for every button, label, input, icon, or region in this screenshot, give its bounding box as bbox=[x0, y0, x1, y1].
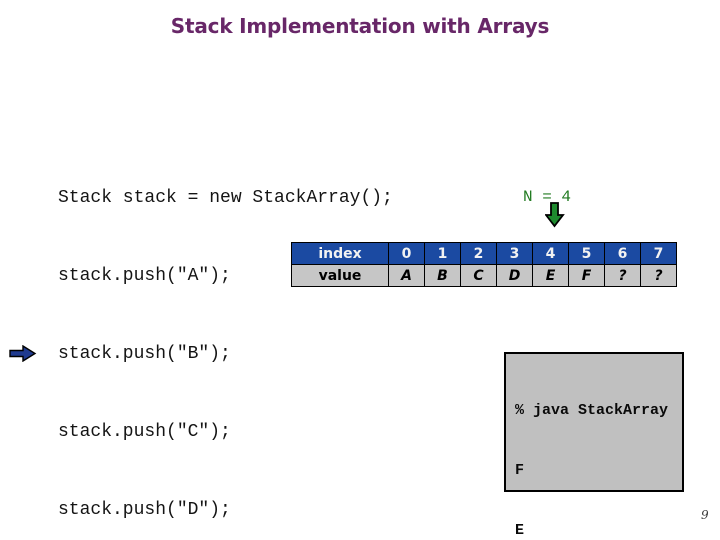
console-line: % java StackArray bbox=[515, 402, 669, 419]
index-cell: 1 bbox=[424, 242, 461, 265]
console-line: F bbox=[515, 462, 525, 479]
value-cell: C bbox=[460, 264, 497, 287]
index-cell: 5 bbox=[568, 242, 605, 265]
right-arrow-icon bbox=[9, 344, 37, 363]
code-line: Stack stack = new StackArray(); bbox=[58, 188, 393, 208]
index-cell: 4 bbox=[532, 242, 569, 265]
value-cell: ? bbox=[640, 264, 677, 287]
page-number: 9 bbox=[701, 508, 709, 522]
page-title: Stack Implementation with Arrays bbox=[170, 14, 550, 38]
value-cell: ? bbox=[604, 264, 641, 287]
console-line: E bbox=[515, 522, 525, 539]
value-cell: D bbox=[496, 264, 533, 287]
index-row-label: index bbox=[291, 242, 389, 265]
console-output: % java StackArray F E bbox=[504, 352, 684, 539]
value-cell: A bbox=[388, 264, 425, 287]
index-cell: 6 bbox=[604, 242, 641, 265]
index-cell: 3 bbox=[496, 242, 533, 265]
down-arrow-icon bbox=[544, 202, 565, 228]
stack-size-label: N = 4 bbox=[523, 188, 572, 206]
value-cell: E bbox=[532, 264, 569, 287]
code-line: stack.push("B"); bbox=[58, 344, 231, 364]
code-line: stack.push("A"); bbox=[58, 266, 231, 286]
index-cell: 0 bbox=[388, 242, 425, 265]
value-row: value A B C D E F ? ? bbox=[291, 264, 677, 287]
value-cell: B bbox=[424, 264, 461, 287]
index-cell: 2 bbox=[460, 242, 497, 265]
code-line: stack.push("D"); bbox=[58, 500, 231, 520]
value-cell: F bbox=[568, 264, 605, 287]
array-table: index 0 1 2 3 4 5 6 7 value A B C D E F … bbox=[291, 242, 677, 287]
code-line: stack.push("C"); bbox=[58, 422, 231, 442]
index-row: index 0 1 2 3 4 5 6 7 bbox=[291, 242, 677, 265]
code-block: Stack stack = new StackArray(); stack.pu… bbox=[58, 133, 404, 540]
index-cell: 7 bbox=[640, 242, 677, 265]
value-row-label: value bbox=[291, 264, 389, 287]
